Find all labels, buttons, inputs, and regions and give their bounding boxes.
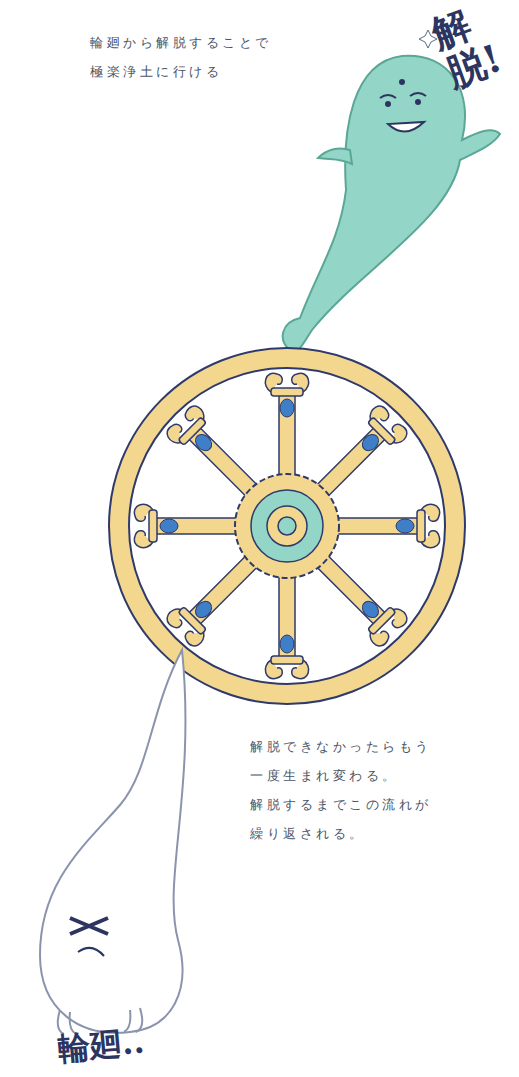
handwritten-title: 輪廻.. (56, 1021, 146, 1072)
dharma-wheel (109, 348, 465, 704)
note-text: 輪廻から解脱することで 極楽浄土に行ける (90, 28, 295, 86)
note-text: 解脱できなかったらもう 一度生まれ変わる。 解脱するまでこの流れが 繰り返される… (250, 732, 455, 848)
reborn-ghost (40, 650, 185, 1034)
